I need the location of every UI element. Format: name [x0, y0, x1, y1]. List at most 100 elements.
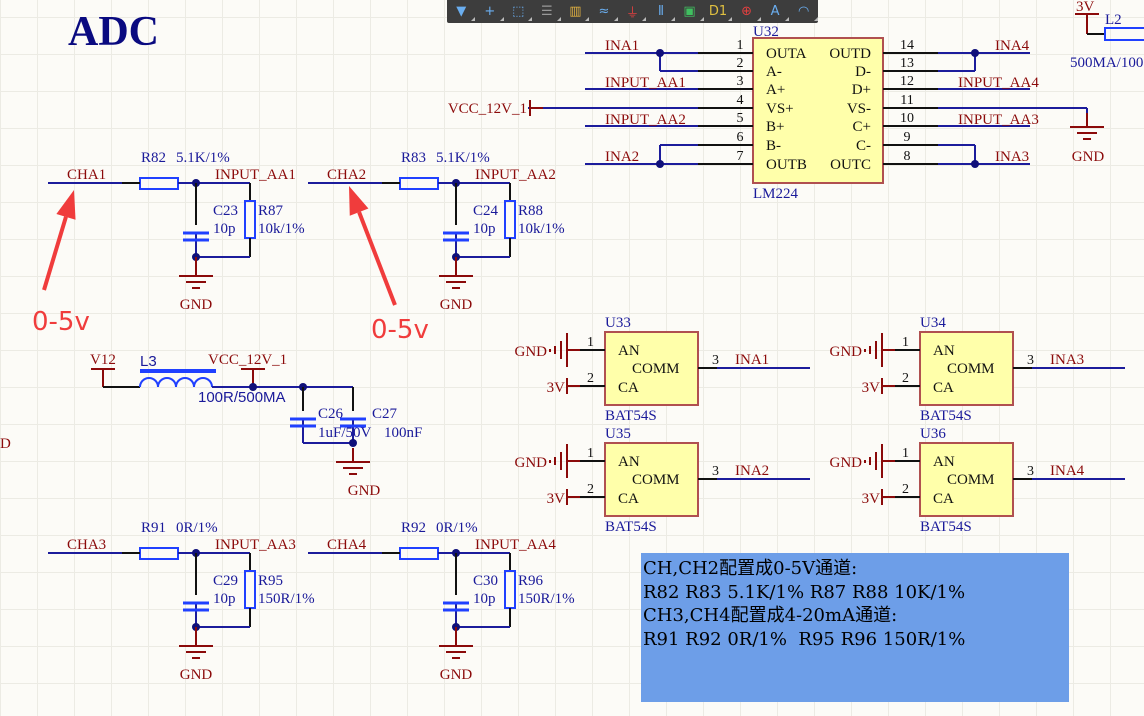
inductor-L2[interactable] — [1104, 27, 1144, 41]
text-icon[interactable]: A — [765, 3, 790, 21]
ground-port[interactable] — [864, 333, 883, 367]
inductor-L3[interactable] — [139, 369, 216, 388]
net-label: INPUT_AA4 — [958, 75, 1039, 91]
capacitor-C29[interactable] — [183, 601, 209, 612]
pin-name: COMM — [632, 361, 680, 377]
pin-number: 8 — [904, 149, 911, 164]
select-rect-icon[interactable]: ⬚ — [508, 3, 533, 21]
resistor-R87[interactable] — [244, 200, 256, 239]
junction-dot — [656, 160, 664, 168]
capacitor-C23[interactable] — [183, 231, 209, 242]
net-label-CHA3: CHA3 — [67, 537, 106, 553]
resistor-R88[interactable] — [504, 200, 516, 239]
ground-port[interactable] — [549, 444, 568, 478]
resistor-R83[interactable] — [399, 177, 439, 190]
net-label-3v: 3V — [547, 380, 566, 396]
edge-net-label: D — [0, 436, 11, 452]
opamp-U32[interactable] — [752, 37, 884, 184]
harness-icon[interactable]: ⫴ — [651, 3, 675, 21]
net-label-3v: 3V — [862, 491, 881, 507]
inductor-value: 100R/500MA — [198, 389, 286, 406]
capacitor-C26[interactable] — [290, 417, 316, 428]
ground-symbol[interactable] — [1070, 113, 1104, 140]
ground-port[interactable] — [549, 333, 568, 367]
net-label-3v: 3V — [1076, 0, 1095, 15]
resistor-R96[interactable] — [504, 570, 516, 609]
pin-name: A- — [766, 64, 782, 80]
sheet-symbol-icon[interactable]: ▣ — [680, 3, 704, 21]
resistor-R95[interactable] — [244, 570, 256, 609]
resistor-R91[interactable] — [139, 547, 179, 560]
crosshair-icon[interactable]: + — [480, 3, 504, 21]
port-icon[interactable]: D1 — [708, 4, 733, 21]
net-label: INA2 — [735, 463, 769, 479]
note-line: R82 R83 5.1K/1% R87 R88 10K/1% — [643, 581, 966, 603]
schematic-toolbar: ▼+⬚☰▥≈⏚⫴ ▣D1⊕A◠ — [447, 0, 818, 23]
pin-name: CA — [618, 491, 639, 507]
junction-dot — [971, 49, 979, 57]
align-icon[interactable]: ☰ — [537, 3, 561, 21]
arc-icon[interactable]: ◠ — [794, 3, 818, 21]
ground-symbol[interactable] — [439, 632, 473, 659]
net-label-3v: 3V — [547, 491, 566, 507]
capacitor-ref: C26 — [318, 406, 344, 422]
capacitor-value: 1uF/50V — [318, 425, 372, 441]
note-box[interactable]: CH,CH2配置成0-5V通道: R82 R83 5.1K/1% R87 R88… — [641, 553, 1069, 702]
pin-name: VS+ — [766, 101, 794, 117]
capacitor-ref: C24 — [473, 203, 499, 219]
net-label: INPUT_AA3 — [958, 112, 1039, 128]
component-ref: U33 — [605, 315, 631, 331]
pin-name: B- — [766, 138, 781, 154]
bus-icon[interactable]: ≈ — [594, 3, 618, 21]
resistor-value: 5.1K/1% — [436, 150, 490, 166]
ground-port[interactable] — [864, 444, 883, 478]
component-ref: U35 — [605, 426, 631, 442]
pin-number: 14 — [900, 38, 914, 53]
net-label-INPUT_AA3: INPUT_AA3 — [215, 537, 296, 553]
component-ref: U32 — [753, 24, 779, 40]
resistor-value: 5.1K/1% — [176, 150, 230, 166]
resistor-value: 0R/1% — [176, 520, 218, 536]
pin-number: 2 — [587, 482, 594, 497]
capacitor-C27[interactable] — [340, 417, 366, 428]
net-label-INPUT_AA1: INPUT_AA1 — [215, 167, 296, 183]
diode-U34[interactable] — [919, 331, 1014, 406]
ground-symbol[interactable] — [336, 448, 370, 475]
gnd-label: GND — [440, 297, 473, 313]
capacitor-value: 10p — [213, 221, 236, 237]
resistor-R92[interactable] — [399, 547, 439, 560]
page-title: ADC — [68, 9, 159, 55]
pin-name: B+ — [766, 119, 784, 135]
pin-number: 11 — [900, 93, 913, 108]
capacitor-C30[interactable] — [443, 601, 469, 612]
no-erc-icon[interactable]: ⊕ — [737, 3, 761, 21]
diode-U35[interactable] — [604, 442, 699, 517]
resistor-ref: R83 — [401, 150, 426, 166]
pin-number: 5 — [737, 111, 744, 126]
resistor-value: 150R/1% — [518, 591, 575, 607]
gnd-label: GND — [515, 344, 548, 360]
pin-name: OUTA — [766, 46, 807, 62]
resistor-value: 10k/1% — [518, 221, 565, 237]
resistor-ref: R91 — [141, 520, 166, 536]
filter-icon[interactable]: ▼ — [451, 3, 476, 21]
diode-U33[interactable] — [604, 331, 699, 406]
pin-number: 2 — [737, 56, 744, 71]
ground-symbol[interactable] — [179, 262, 213, 289]
component-icon[interactable]: ▥ — [565, 3, 590, 21]
pin-name: OUTD — [829, 46, 871, 62]
pin-number: 2 — [902, 371, 909, 386]
component-part: BAT54S — [605, 408, 657, 424]
gnd-label: GND — [830, 455, 863, 471]
ground-power-icon[interactable]: ⏚ — [622, 3, 647, 21]
capacitor-C24[interactable] — [443, 231, 469, 242]
ground-symbol[interactable] — [179, 632, 213, 659]
ground-symbol[interactable] — [439, 262, 473, 289]
pin-name: AN — [618, 454, 640, 470]
resistor-ref: R95 — [258, 573, 283, 589]
resistor-R82[interactable] — [139, 177, 179, 190]
junction-dot — [971, 160, 979, 168]
pin-name: AN — [933, 343, 955, 359]
diode-U36[interactable] — [919, 442, 1014, 517]
